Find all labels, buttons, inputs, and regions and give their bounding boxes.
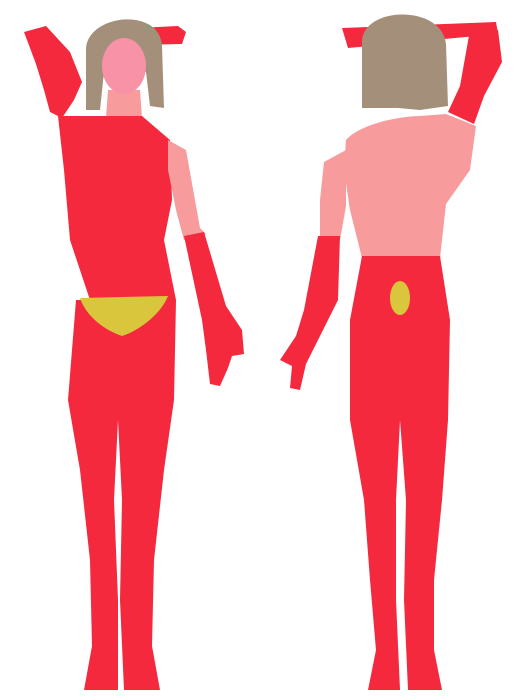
back-glove bbox=[280, 236, 340, 390]
front-neck bbox=[106, 90, 142, 118]
front-legs bbox=[68, 300, 176, 690]
front-figure bbox=[24, 19, 244, 690]
front-raised-arm bbox=[24, 26, 82, 118]
back-bare-arm bbox=[320, 150, 346, 240]
back-bare-upper-body bbox=[344, 114, 476, 258]
back-raised-upper-arm bbox=[448, 30, 502, 124]
back-hair bbox=[362, 15, 448, 111]
front-torso bbox=[58, 116, 176, 300]
back-legs bbox=[350, 256, 450, 690]
front-glove bbox=[184, 232, 244, 386]
back-figure bbox=[280, 15, 502, 691]
back-genital-patch bbox=[390, 281, 410, 315]
front-face bbox=[102, 38, 146, 94]
front-bare-arm bbox=[168, 140, 206, 240]
